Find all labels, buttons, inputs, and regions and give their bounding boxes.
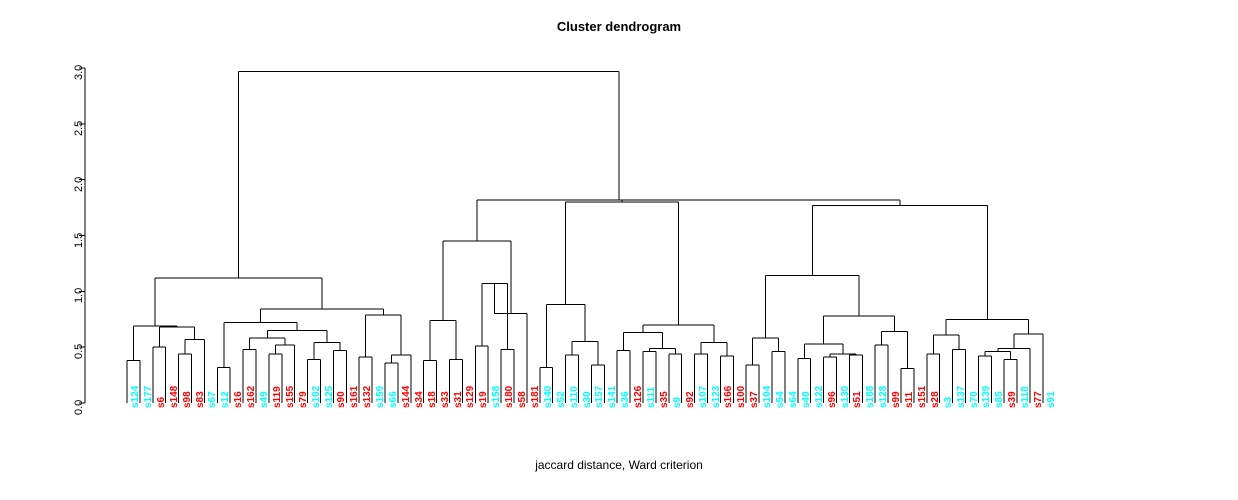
- leaf-label: s90: [336, 391, 348, 408]
- leaf-label: s125: [323, 385, 335, 408]
- leaf-label: s34: [413, 391, 425, 408]
- leaf-label: s166: [723, 385, 735, 408]
- leaf-label: s6: [155, 396, 167, 408]
- leaf-label: s91: [1045, 391, 1057, 408]
- leaf-label: s66: [388, 391, 399, 408]
- leaf-label: s99: [891, 391, 903, 408]
- leaf-label: s54: [775, 391, 786, 408]
- leaf-label: s92: [684, 391, 696, 408]
- y-axis-tick-label: 0.0: [73, 399, 85, 415]
- leaf-label: s11: [904, 391, 915, 408]
- leaf-label: s37: [749, 391, 761, 408]
- leaf-label: s79: [297, 391, 309, 408]
- leaf-label: s155: [284, 385, 296, 408]
- leaf-label: s102: [310, 385, 322, 408]
- leaf-label: s12: [220, 391, 232, 408]
- leaf-label: s162: [246, 385, 258, 408]
- leaf-label: s132: [362, 385, 374, 408]
- leaf-label: s33: [439, 391, 451, 408]
- leaf-label: s51: [852, 391, 864, 408]
- leaf-label: s180: [504, 385, 516, 408]
- leaf-label: s129: [465, 385, 477, 408]
- leaf-label: s181: [529, 385, 541, 408]
- leaf-label: s107: [697, 385, 709, 408]
- leaf-label: s70: [968, 391, 980, 408]
- y-axis-tick-label: 1.5: [73, 232, 85, 248]
- y-axis: [79, 67, 86, 404]
- leaf-label: s39: [1007, 391, 1019, 408]
- leaf-label: s36: [620, 391, 632, 408]
- leaf-label: s83: [194, 391, 206, 408]
- leaf-label: s137: [955, 385, 967, 408]
- leaf-label: s49: [259, 391, 270, 408]
- leaf-label: s58: [517, 391, 528, 408]
- leaf-label: s18: [426, 391, 438, 408]
- y-axis-tick-label: 0.5: [73, 343, 85, 360]
- leaf-label: s96: [826, 391, 838, 408]
- leaf-label: s100: [736, 385, 748, 408]
- leaf-label: s124: [130, 385, 141, 408]
- leaf-label: s119: [271, 386, 283, 408]
- leaf-label: s140: [542, 385, 554, 408]
- leaf-label: s128: [878, 385, 890, 408]
- leaf-label: s139: [981, 385, 993, 408]
- leaf-label: s157: [594, 385, 606, 408]
- leaf-label: s28: [929, 391, 941, 408]
- x-axis-label: jaccard distance, Ward criterion: [535, 458, 703, 472]
- leaf-label: s148: [168, 385, 180, 408]
- leaf-label: s9: [671, 396, 683, 408]
- leaf-label: s77: [1033, 391, 1044, 408]
- leaf-label: s151: [916, 385, 928, 408]
- leaf-label: s85: [994, 391, 1006, 408]
- leaf-label: s158: [491, 385, 503, 408]
- y-axis-tick-label: 3.0: [73, 64, 85, 80]
- leaf-label: s144: [400, 385, 412, 408]
- page-title: Cluster dendrogram: [556, 19, 682, 34]
- leaf-label: s40: [800, 391, 812, 408]
- leaf-label: s111: [646, 386, 657, 408]
- leaf-label: s67: [207, 391, 219, 408]
- y-axis-tick-label: 2.0: [73, 176, 85, 192]
- leaf-label: s177: [142, 385, 154, 408]
- leaf-label: s52: [555, 391, 567, 408]
- leaf-label: s30: [581, 391, 593, 408]
- leaf-label: s141: [607, 385, 619, 408]
- leaf-label: s19: [478, 391, 490, 408]
- dendrogram-branches: [126, 70, 1044, 403]
- leaf-label: s161: [349, 385, 361, 408]
- leaf-label: s110: [568, 386, 580, 408]
- leaf-label: s118: [1020, 386, 1032, 408]
- leaf-label: s3: [942, 396, 954, 408]
- y-axis-tick-label: 1.0: [73, 288, 85, 304]
- leaf-label: s31: [452, 391, 464, 408]
- leaf-label: s159: [375, 385, 387, 408]
- leaf-label: s188: [865, 385, 877, 408]
- leaf-label: s16: [233, 391, 245, 408]
- leaf-label: s122: [813, 385, 825, 408]
- leaf-label: s35: [658, 391, 670, 408]
- leaf-label: s104: [762, 385, 774, 408]
- leaf-label: s64: [787, 391, 799, 408]
- y-axis-tick-label: 2.5: [73, 120, 85, 136]
- leaf-label: s98: [181, 391, 193, 408]
- leaf-label: s126: [633, 385, 645, 408]
- leaf-label: s123: [710, 385, 722, 408]
- leaf-label: s130: [839, 385, 851, 408]
